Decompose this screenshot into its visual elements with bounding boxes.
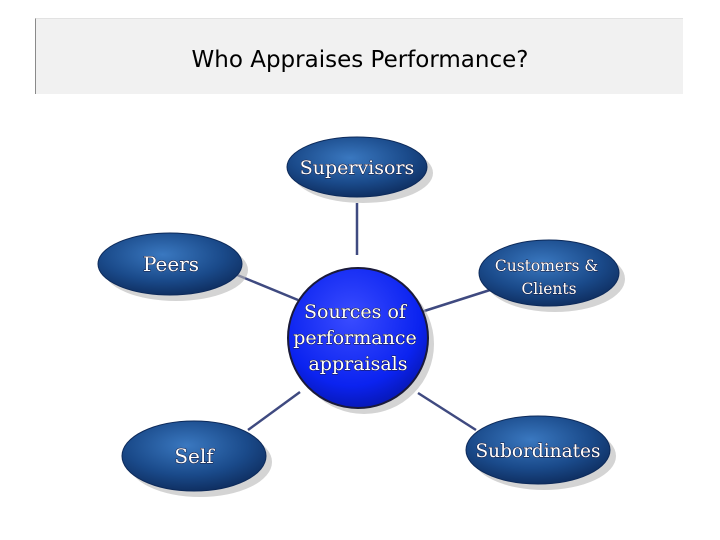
node-self — [121, 420, 267, 492]
label-center: Sources of performance appraisals — [293, 301, 423, 375]
node-customers — [478, 239, 620, 307]
node-subordinates — [465, 415, 611, 485]
connector-self — [247, 390, 301, 432]
connector-customers — [417, 288, 491, 315]
label-self: Self — [174, 444, 215, 468]
label-customers: Customers & Clients — [495, 257, 603, 298]
center-node — [287, 267, 429, 409]
label-supervisors: Supervisors — [300, 157, 415, 179]
node-peers — [97, 232, 243, 296]
label-peers: Peers — [143, 252, 199, 276]
title-bar — [35, 18, 683, 94]
node-supervisors — [286, 136, 428, 198]
label-subordinates: Subordinates — [476, 441, 601, 462]
connector-subordinates — [417, 391, 477, 432]
slide-title: Who Appraises Performance? — [191, 47, 529, 73]
